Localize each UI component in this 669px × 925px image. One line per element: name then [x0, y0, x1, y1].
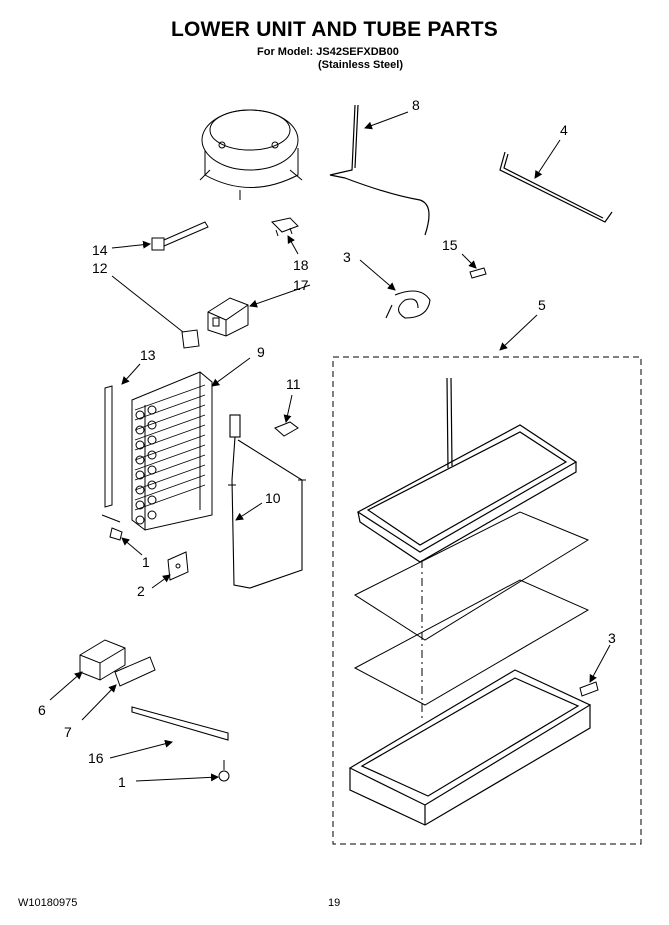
compressor-part: [199, 109, 303, 200]
part-9-evaporator: [131, 371, 213, 531]
callout-1-bottom: 1: [118, 774, 126, 790]
part-3b-screw: [579, 681, 599, 697]
leader-lines: [49, 111, 611, 782]
part-16-rod: [131, 706, 229, 741]
callout-5: 5: [538, 297, 546, 313]
drain-pan: [348, 669, 592, 826]
finish-line: (Stainless Steel): [318, 59, 403, 71]
callout-2: 2: [137, 583, 145, 599]
callout-16: 16: [88, 750, 104, 766]
callout-3-bottom: 3: [608, 630, 616, 646]
callout-17: 17: [293, 277, 309, 293]
callout-10: 10: [265, 490, 281, 506]
part-18-clip: [271, 217, 299, 237]
callout-3-top: 3: [343, 249, 351, 265]
callout-6: 6: [38, 702, 46, 718]
part-17-bracket: [207, 297, 249, 337]
part-10-heater: [228, 414, 306, 589]
callout-1-top: 1: [142, 554, 150, 570]
callout-8: 8: [412, 97, 420, 113]
callout-18: 18: [293, 257, 309, 273]
callout-4: 4: [560, 122, 568, 138]
part-3-coil: [385, 290, 431, 319]
drip-tray: [356, 377, 578, 563]
part-1b-screw: [218, 760, 230, 782]
callout-13: 13: [140, 347, 156, 363]
part-1-screw: [109, 527, 123, 541]
part-14-sensor: [151, 221, 209, 251]
callout-9: 9: [257, 344, 265, 360]
part-13-channel: [101, 385, 121, 523]
model-line: For Model: JS42SEFXDB00: [257, 46, 399, 58]
part-5-assembly-frame: [332, 356, 642, 845]
insulation-panels: [353, 511, 590, 720]
part-8-tube: [329, 104, 430, 236]
part-15-clip: [469, 267, 487, 279]
part-11-clip: [274, 421, 299, 437]
callout-11: 11: [286, 376, 301, 392]
page-number: 19: [328, 897, 341, 909]
part-4-rod: [499, 151, 613, 223]
part-12-bracket: [181, 329, 200, 349]
part-7-plate: [114, 656, 156, 687]
callout-15: 15: [442, 237, 458, 253]
callout-14: 14: [92, 242, 108, 258]
page-title: LOWER UNIT AND TUBE PARTS: [171, 18, 498, 41]
callout-7: 7: [64, 724, 72, 740]
callout-12: 12: [92, 260, 108, 276]
part-2-bracket: [167, 551, 189, 581]
doc-number: W10180975: [18, 897, 78, 909]
part-6-box: [79, 639, 126, 681]
